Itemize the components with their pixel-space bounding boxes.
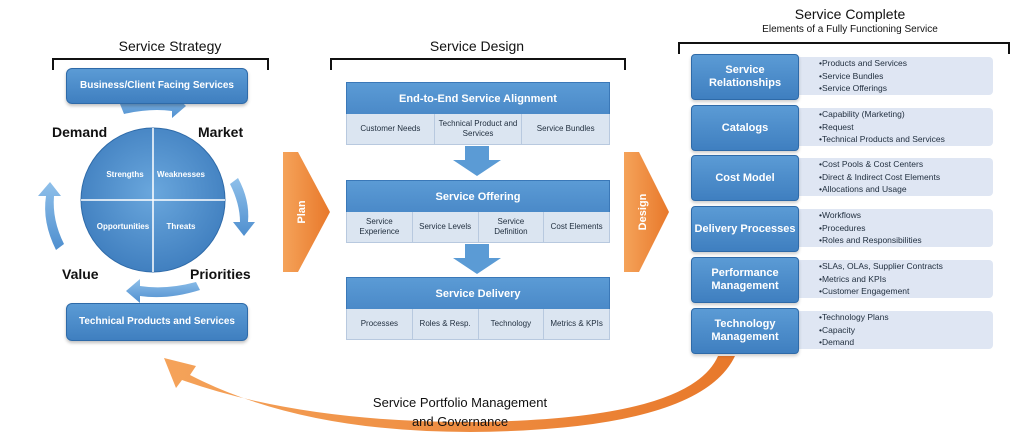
list-item: •Technology Plans bbox=[819, 312, 889, 323]
strategy-heading: Service Strategy bbox=[118, 38, 222, 54]
cell-technical-product: Technical Product and Services bbox=[435, 114, 523, 144]
list-item: •Cost Pools & Cost Centers bbox=[819, 159, 924, 170]
list-item: •Demand bbox=[819, 337, 855, 348]
business-facing-services-pill: Business/Client Facing Services bbox=[66, 68, 248, 104]
complete-heading: Service Complete bbox=[794, 6, 906, 22]
cycle-arrow-bottom bbox=[126, 279, 200, 303]
down-arrow-2 bbox=[453, 244, 501, 274]
down-arrow-1 bbox=[453, 146, 501, 176]
box-technology-management: Technology Management bbox=[691, 308, 799, 354]
label-value: Value bbox=[62, 266, 99, 282]
design-heading: Service Design bbox=[429, 38, 525, 54]
box-catalogs: Catalogs bbox=[691, 105, 799, 151]
list-item: •Products and Services bbox=[819, 58, 908, 69]
complete-bracket bbox=[678, 42, 1010, 54]
list-item: •Capability (Marketing) bbox=[819, 109, 905, 120]
portfolio-label-line2: and Governance bbox=[411, 414, 509, 429]
list-item: •Procedures bbox=[819, 222, 866, 233]
list-catalogs: •Capability (Marketing) •Request •Techni… bbox=[797, 108, 993, 146]
portfolio-return-arrow bbox=[164, 356, 735, 432]
list-performance-management: •SLAs, OLAs, Supplier Contracts •Metrics… bbox=[797, 260, 993, 298]
label-priorities: Priorities bbox=[190, 266, 251, 282]
alignment-row: Customer Needs Technical Product and Ser… bbox=[346, 114, 610, 145]
list-item: •Technical Products and Services bbox=[819, 134, 945, 145]
list-item: •Workflows bbox=[819, 210, 862, 221]
technical-products-pill: Technical Products and Services bbox=[66, 303, 248, 341]
section-service-offering: Service Offering bbox=[346, 180, 610, 214]
list-delivery-processes: •Workflows •Procedures •Roles and Respon… bbox=[797, 209, 993, 247]
delivery-row: Processes Roles & Resp. Technology Metri… bbox=[346, 309, 610, 340]
design-arrow bbox=[624, 152, 669, 272]
cycle-arrow-right bbox=[230, 178, 255, 236]
cell-processes: Processes bbox=[347, 309, 413, 339]
plan-arrow bbox=[283, 152, 330, 272]
cell-technology: Technology bbox=[479, 309, 545, 339]
list-item: •Service Offerings bbox=[819, 83, 888, 94]
list-item: •Customer Engagement bbox=[819, 286, 910, 297]
cycle-arrow-left bbox=[38, 182, 64, 250]
complete-subheading: Elements of a Fully Functioning Service bbox=[762, 24, 938, 35]
list-item: •Metrics and KPIs bbox=[819, 273, 887, 284]
cell-service-definition: Service Definition bbox=[479, 212, 545, 242]
list-item: •Service Bundles bbox=[819, 70, 884, 81]
cell-customer-needs: Customer Needs bbox=[347, 114, 435, 144]
box-cost-model: Cost Model bbox=[691, 155, 799, 201]
cell-roles-resp: Roles & Resp. bbox=[413, 309, 479, 339]
section-service-delivery: Service Delivery bbox=[346, 277, 610, 311]
list-item: •Roles and Responsibilities bbox=[819, 235, 922, 246]
quadrant-opportunities: Opportunities bbox=[96, 222, 150, 231]
cell-service-experience: Service Experience bbox=[347, 212, 413, 242]
cycle-arrow-top bbox=[120, 93, 186, 118]
cell-metrics-kpis: Metrics & KPIs bbox=[550, 319, 603, 328]
list-cost-model: •Cost Pools & Cost Centers •Direct & Ind… bbox=[797, 158, 993, 196]
design-label: Design bbox=[637, 193, 649, 231]
quadrant-strengths: Strengths bbox=[106, 170, 144, 179]
list-item: •SLAs, OLAs, Supplier Contracts bbox=[819, 261, 943, 272]
section-end-to-end-alignment: End-to-End Service Alignment bbox=[346, 82, 610, 116]
box-delivery-processes: Delivery Processes bbox=[691, 206, 799, 252]
quadrant-threats: Threats bbox=[166, 222, 196, 231]
cell-cost-elements: Cost Elements bbox=[550, 222, 603, 231]
quadrant-weaknesses: Weaknesses bbox=[157, 170, 205, 179]
label-demand: Demand bbox=[52, 124, 108, 140]
list-item: •Allocations and Usage bbox=[819, 184, 907, 195]
box-service-relationships: Service Relationships bbox=[691, 54, 799, 100]
list-item: •Capacity bbox=[819, 324, 856, 335]
plan-label: Plan bbox=[296, 200, 308, 224]
list-item: •Direct & Indirect Cost Elements bbox=[819, 171, 941, 182]
cell-service-levels: Service Levels bbox=[413, 212, 479, 242]
portfolio-label-line1: Service Portfolio Management bbox=[372, 395, 548, 410]
cell-service-bundles: Service Bundles bbox=[536, 124, 595, 133]
list-technology-management: •Technology Plans •Capacity •Demand bbox=[797, 311, 993, 349]
strategy-bracket bbox=[52, 58, 269, 70]
label-market: Market bbox=[198, 124, 244, 140]
list-item: •Request bbox=[819, 121, 854, 132]
offering-row: Service Experience Service Levels Servic… bbox=[346, 212, 610, 243]
list-service-relationships: •Products and Services •Service Bundles … bbox=[797, 57, 993, 95]
design-bracket bbox=[330, 58, 626, 70]
box-performance-management: Performance Management bbox=[691, 257, 799, 303]
cycle-arrows bbox=[38, 93, 255, 303]
